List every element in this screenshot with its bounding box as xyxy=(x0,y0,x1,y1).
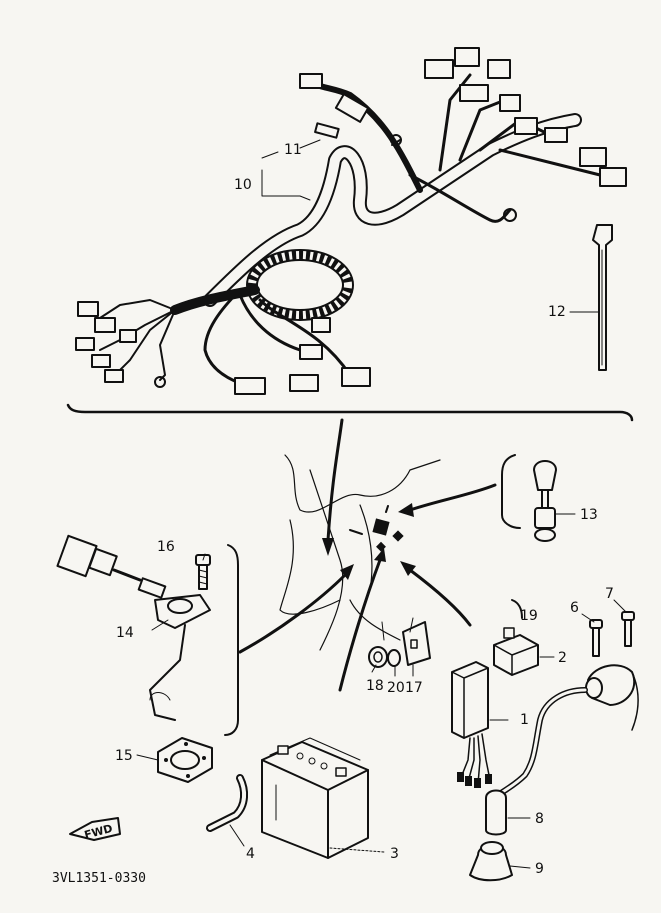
part-2 xyxy=(493,599,539,676)
part-3 xyxy=(261,737,369,859)
part-13 xyxy=(501,454,576,542)
leader-arrows xyxy=(238,418,497,692)
callout-3: 3 xyxy=(390,846,399,862)
callout-8: 8 xyxy=(535,811,544,827)
callout-16: 16 xyxy=(157,539,175,555)
part-4 xyxy=(206,774,249,832)
callout-10: 10 xyxy=(234,177,252,193)
fwd-arrow: FWD xyxy=(69,817,121,842)
callout-20: 20 xyxy=(387,680,405,696)
callout-13: 13 xyxy=(580,507,598,523)
callout-14: 14 xyxy=(116,625,134,641)
callout-11: 11 xyxy=(284,142,302,158)
wire-harness xyxy=(75,47,627,395)
harness-group-bracket xyxy=(66,403,634,422)
callout-12: 12 xyxy=(548,304,566,320)
part-14 xyxy=(56,534,239,736)
callout-17: 17 xyxy=(405,680,423,696)
callout-18: 18 xyxy=(366,678,384,694)
callout-19: 19 xyxy=(520,608,538,624)
callout-2: 2 xyxy=(558,650,567,666)
cable-tie xyxy=(592,224,613,371)
part-15 xyxy=(157,737,213,783)
callout-1: 1 xyxy=(520,712,529,728)
part-1 xyxy=(451,661,492,788)
callout-6: 6 xyxy=(570,600,579,616)
callout-4: 4 xyxy=(246,846,255,862)
callout-labels: 1 2 3 4 6 7 8 9 10 11 12 13 14 15 16 17 … xyxy=(115,142,614,877)
ignition-coil-group xyxy=(469,611,639,882)
callout-15: 15 xyxy=(115,748,133,764)
callout-7: 7 xyxy=(605,586,614,602)
callout-leaders xyxy=(136,139,627,869)
parts-17-18-20 xyxy=(368,617,431,668)
document-id: 3VL1351-0330 xyxy=(52,871,146,886)
callout-9: 9 xyxy=(535,861,544,877)
